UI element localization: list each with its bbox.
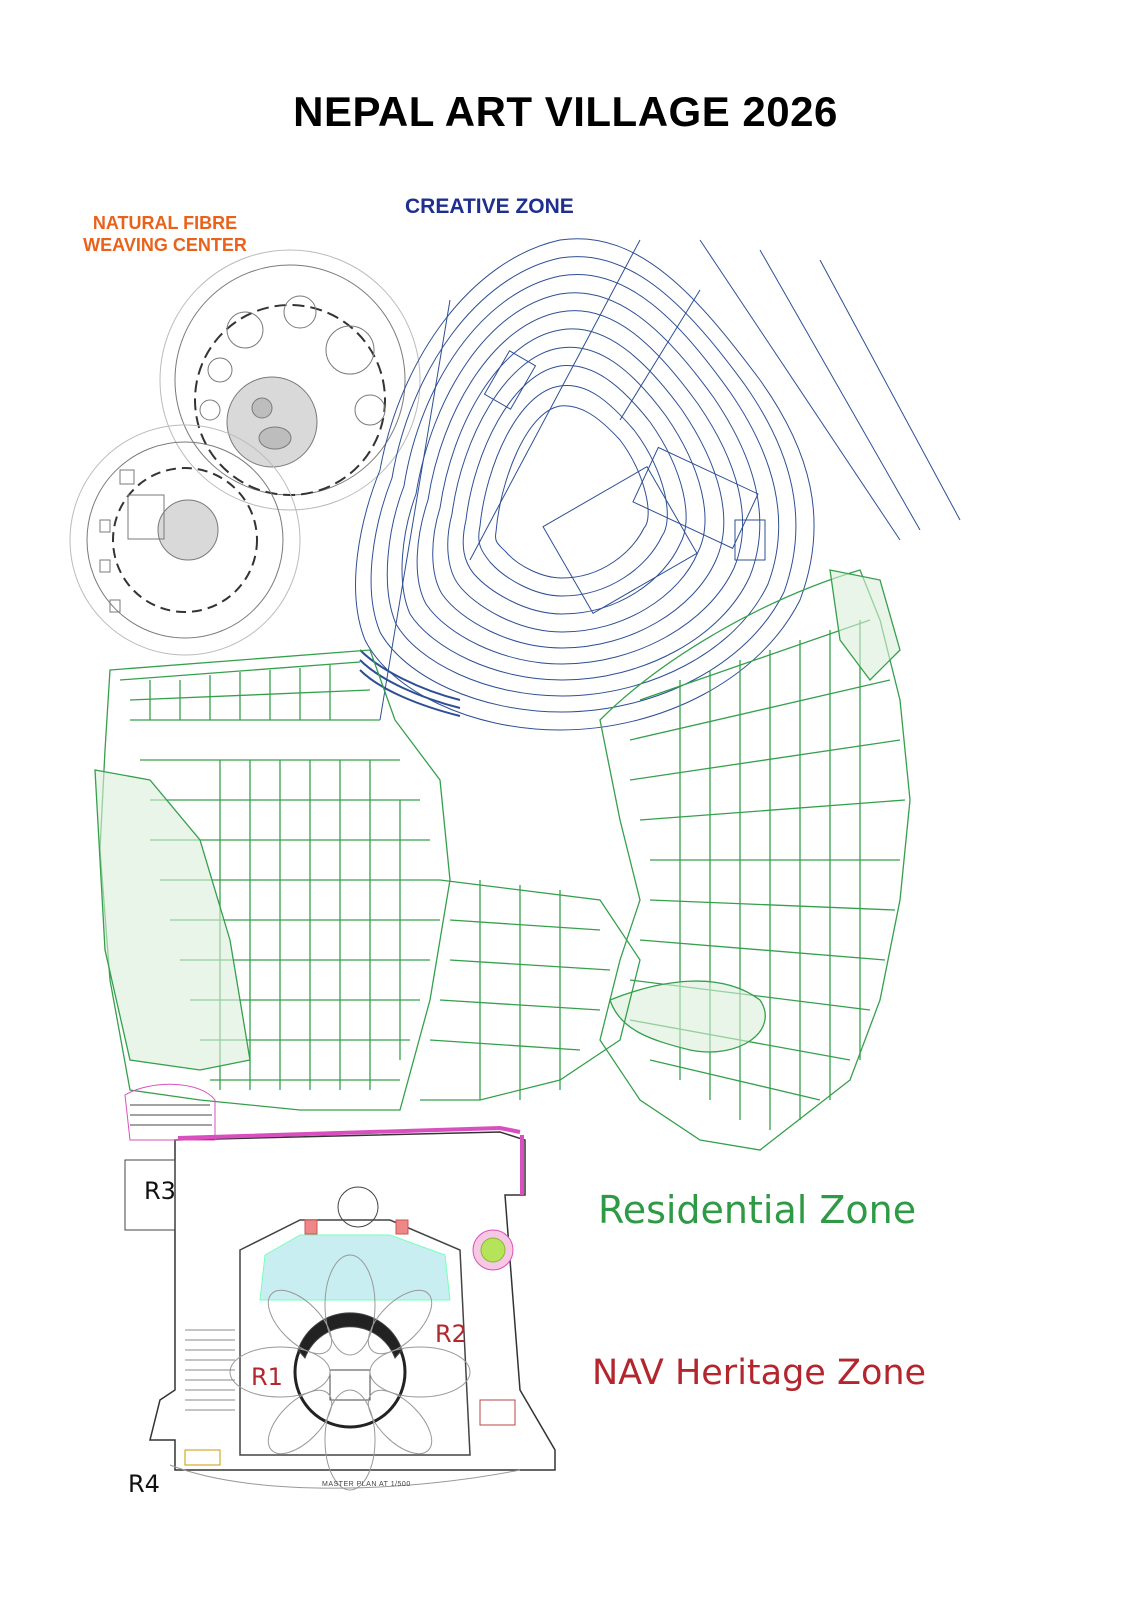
region-label-r4: R4 bbox=[128, 1470, 160, 1498]
residential-zone-label: Residential Zone bbox=[598, 1188, 917, 1232]
heritage-zone-label: NAV Heritage Zone bbox=[592, 1353, 927, 1393]
residential-zone-plots bbox=[94, 569, 911, 1151]
region-label-r2: R2 bbox=[435, 1320, 467, 1348]
creative-zone-label: CREATIVE ZONE bbox=[405, 195, 574, 218]
creative-zone-contours bbox=[355, 238, 961, 731]
page-title: NEPAL ART VILLAGE 2026 bbox=[293, 88, 838, 135]
master-plan-caption: MASTER PLAN AT 1/500 bbox=[322, 1481, 411, 1488]
region-label-r3: R3 bbox=[144, 1177, 176, 1205]
region-label-r1: R1 bbox=[251, 1363, 283, 1391]
weaving-center-label: NATURAL FIBRE WEAVING CENTER bbox=[83, 213, 247, 255]
heritage-zone-plan bbox=[124, 1083, 556, 1491]
weaving-center-plan bbox=[69, 249, 421, 656]
